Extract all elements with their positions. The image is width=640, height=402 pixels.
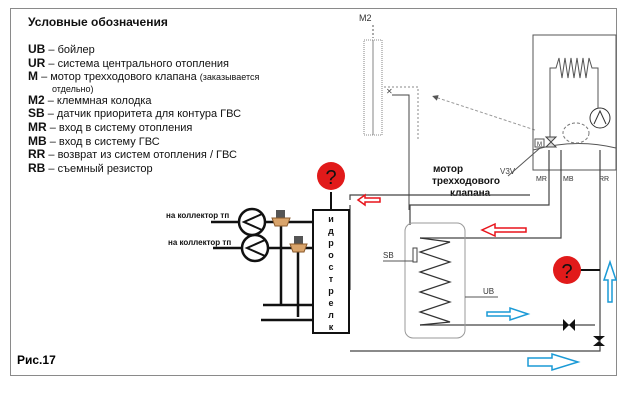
svg-text:р: р (328, 286, 334, 296)
collector-label-2: на коллектор тп (168, 238, 231, 247)
svg-text:о: о (328, 250, 334, 260)
check-valve-icon (593, 336, 605, 346)
svg-text:и: и (328, 214, 334, 224)
terminal-block (363, 39, 383, 136)
hot-flow-arrow-1 (356, 193, 381, 207)
sb-sensor (412, 247, 418, 263)
valve-icon (563, 319, 575, 331)
mixing-valve-1 (271, 210, 291, 227)
svg-text:к: к (329, 322, 334, 332)
svg-text:е: е (328, 298, 333, 308)
pump-arrow-1 (241, 213, 263, 231)
sb-label: SB (383, 251, 394, 260)
mr-label: MR (536, 176, 547, 183)
figure-caption: Рис.17 (17, 353, 56, 367)
svg-text:с: с (328, 262, 333, 272)
legend: Условные обозначения UB – бойлер UR – си… (28, 15, 259, 175)
motor-box (534, 138, 545, 148)
svg-text:д: д (328, 226, 334, 236)
cold-flow-arrow-1 (486, 306, 531, 322)
legend-item-mb: MB – вход в систему ГВС (28, 133, 160, 148)
boiler-unit (532, 34, 617, 171)
diagram-frame (10, 8, 617, 376)
hydro-letters: и д р о с т р е л к (328, 214, 334, 332)
mixing-valve-2 (289, 236, 308, 253)
question-mark-top: ? (325, 167, 336, 189)
legend-title: Условные обозначения (28, 15, 168, 29)
legend-item-rr: RR – возврат из систем отопления / ГВС (28, 147, 237, 162)
motor-label-1: мотор (433, 164, 463, 175)
question-marker-top[interactable] (317, 162, 345, 190)
legend-item-ur: UR – система центрального отопления (28, 55, 229, 70)
v3v-label: V3V (500, 167, 516, 176)
motor-label-2: трехходового (432, 176, 500, 187)
cold-flow-arrow-2 (527, 352, 581, 372)
rr-label: RR (599, 176, 609, 183)
question-marker-right[interactable] (553, 256, 581, 284)
tank-coil (418, 237, 452, 326)
motor-label-3: клапана (450, 188, 491, 199)
svg-text:л: л (328, 310, 334, 320)
pump-arrow-2 (244, 239, 266, 257)
legend-item-rb: RB – съемный резистор (28, 160, 153, 175)
cold-flow-arrow-up (602, 259, 618, 303)
question-mark-right: ? (561, 261, 572, 283)
motor-signal-wire (432, 95, 536, 131)
motor-box-label: M (537, 142, 542, 148)
resistor-symbol: ✕ (386, 87, 393, 96)
svg-text:т: т (329, 274, 334, 284)
m2-label: M2 (359, 13, 372, 23)
hot-water-tank (404, 222, 466, 339)
signal-wire (384, 86, 419, 140)
collector-label-1: на коллектор тп (166, 211, 229, 220)
hot-flow-arrow-2 (480, 222, 527, 238)
legend-item-m: M – мотор трехходового клапана (заказыва… (28, 69, 260, 84)
hydro-separator (312, 209, 350, 334)
heat-exchanger (562, 122, 590, 144)
svg-text:р: р (328, 238, 334, 248)
sb-wire (392, 94, 410, 210)
mb-label: MB (563, 176, 574, 183)
legend-item-m2: M2 – клеммная колодка (28, 92, 152, 107)
pump-triangle (593, 109, 607, 125)
legend-item-mr: MR – вход в систему отопления (28, 119, 193, 134)
legend-item-ub: UB – бойлер (28, 42, 95, 56)
legend-item-sb: SB – датчик приоритета для контура ГВС (28, 106, 242, 121)
legend-item-m-note: отдельно) (52, 83, 94, 94)
three-way-valve-icon (544, 136, 558, 148)
ub-label: UB (483, 287, 494, 296)
motor-leader (507, 147, 541, 177)
